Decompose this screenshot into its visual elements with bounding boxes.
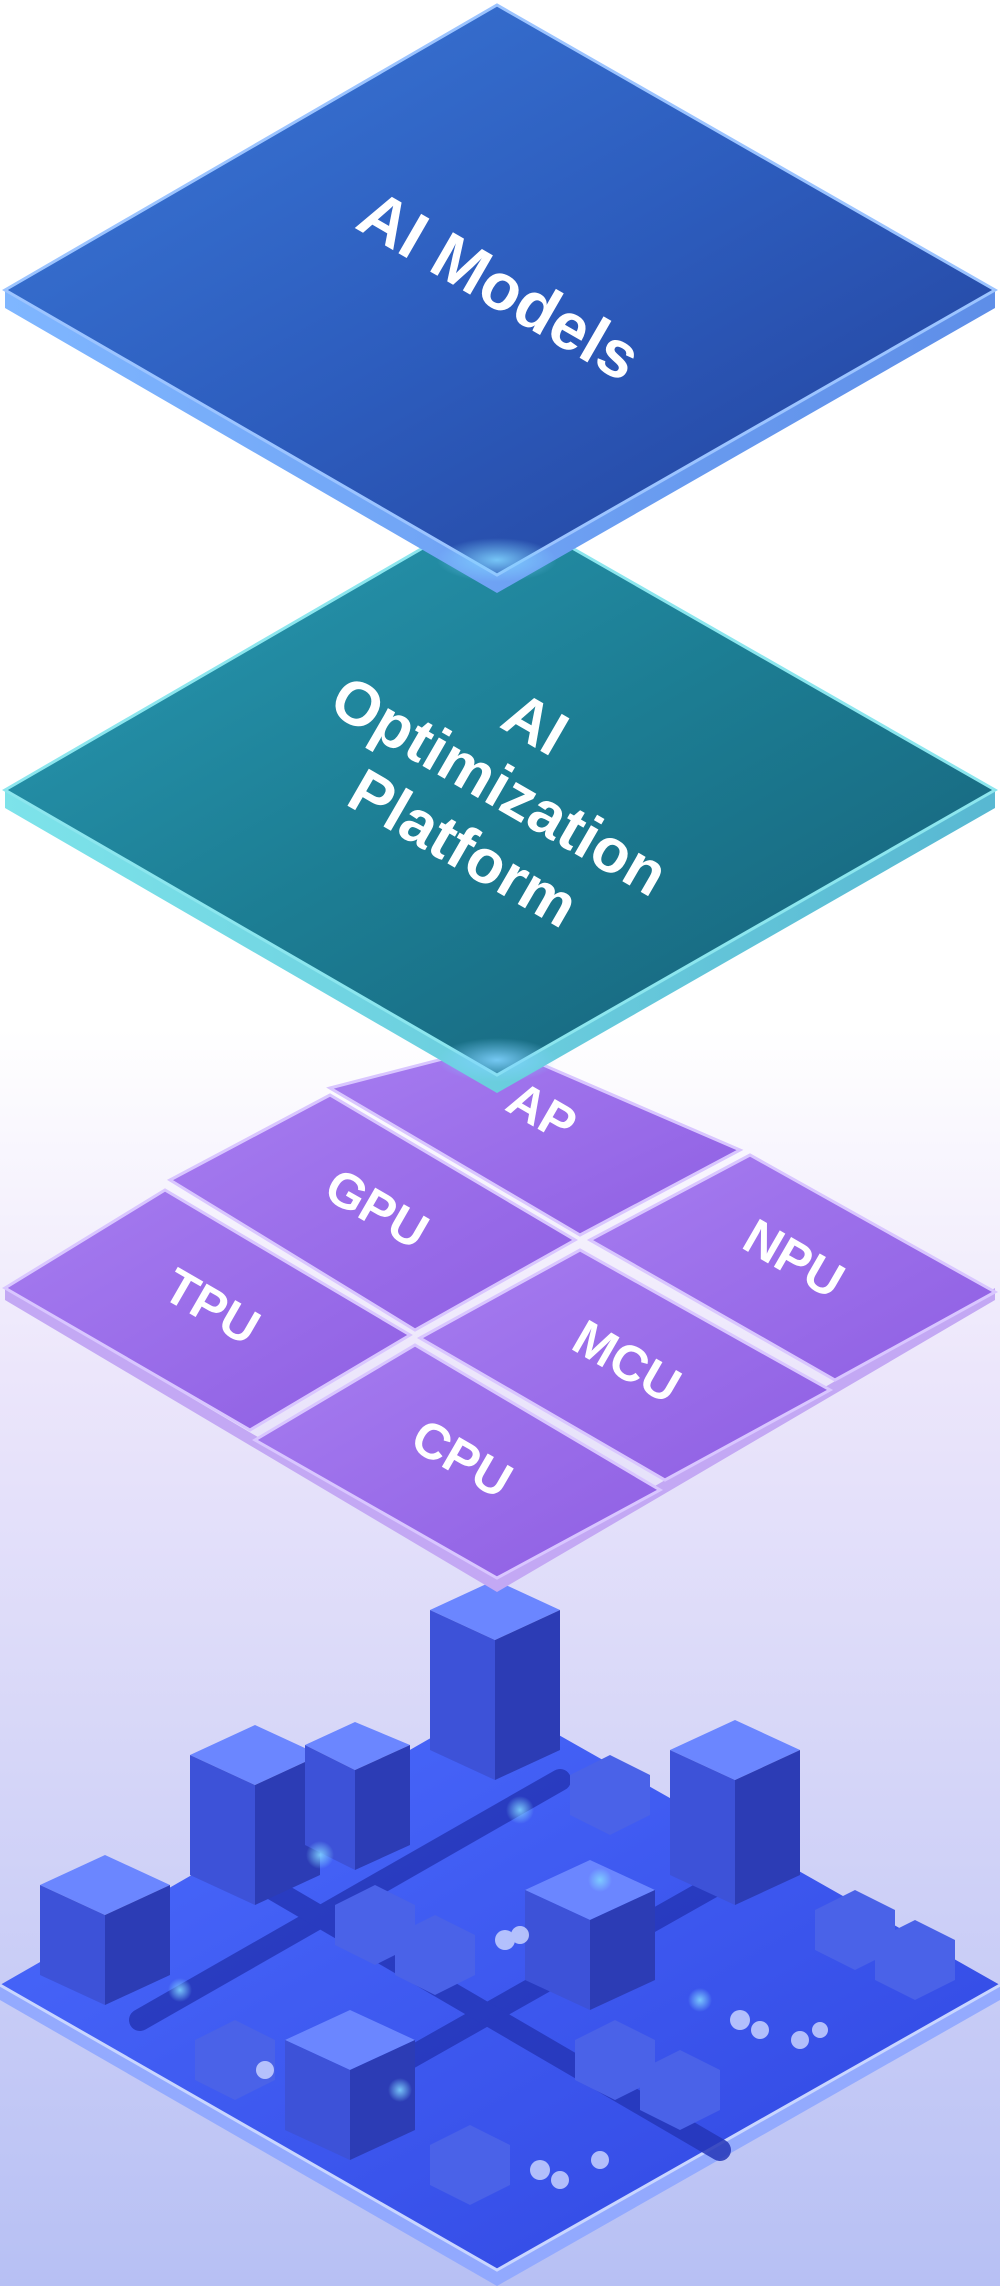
- chip-tile-mcu: MCU: [416, 1248, 834, 1482]
- city-layer: [0, 1580, 1000, 2286]
- building-block-center: [525, 1860, 655, 2010]
- chip-tile-npu: NPU: [586, 1153, 999, 1382]
- building-tower-left: [190, 1725, 320, 1905]
- building-tower-left-2: [305, 1722, 410, 1870]
- platform-layer: AI Optimization Platform: [2, 503, 999, 1093]
- building-block-front: [285, 2010, 415, 2160]
- models-layer: AI Models: [2, 3, 999, 593]
- chip-tile-tpu: TPU: [2, 1188, 413, 1432]
- models-tile: [2, 3, 999, 577]
- platform-tile: [2, 503, 999, 1077]
- building-tower-center: [430, 1580, 560, 1780]
- street-lights: [168, 1796, 712, 2102]
- building-block-left: [40, 1855, 170, 2005]
- chip-tile-cpu: CPU: [252, 1343, 664, 1580]
- trees: [256, 1926, 828, 2189]
- building-tower-right: [670, 1720, 800, 1905]
- houses: [195, 1755, 955, 2205]
- chip-layer: AP GPU NPU TPU MCU CPU: [2, 1043, 999, 1592]
- chip-tile-gpu: GPU: [166, 1093, 579, 1332]
